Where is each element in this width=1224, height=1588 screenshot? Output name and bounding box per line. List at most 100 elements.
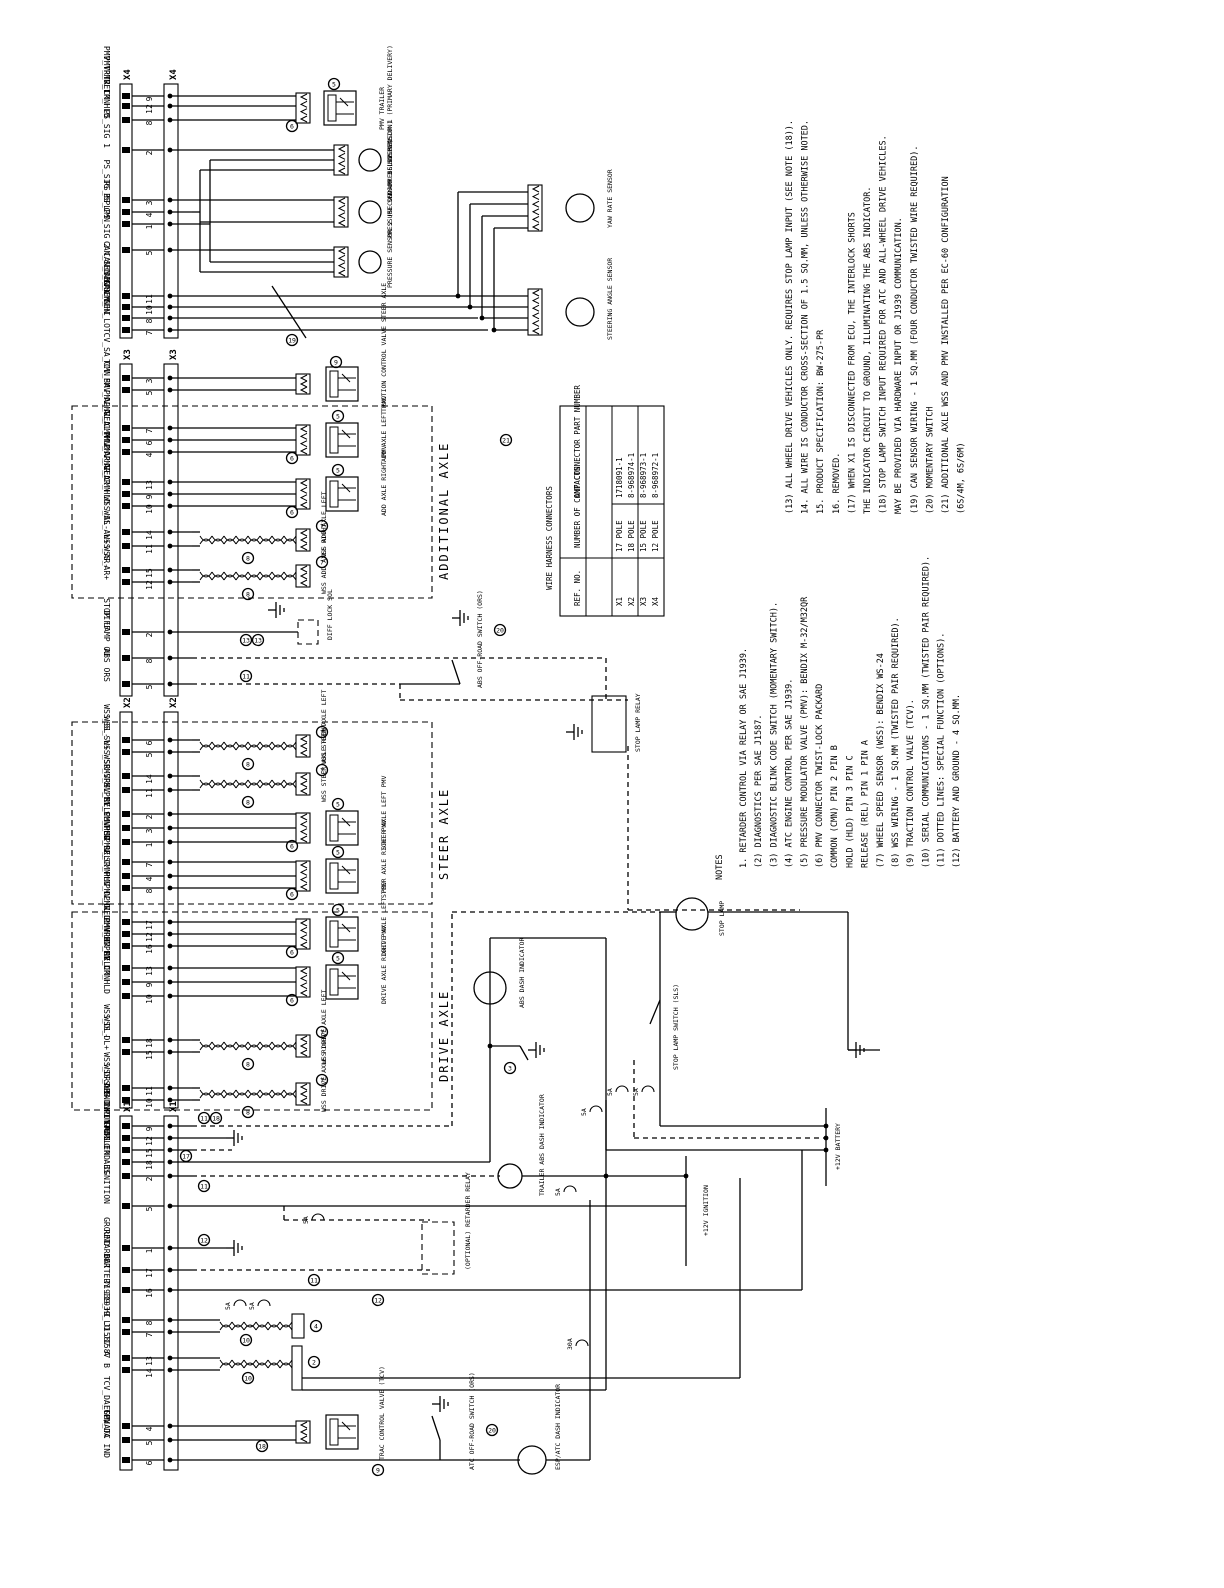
pin-number: 15: [145, 1148, 154, 1158]
signal-label: WSS_SR-: [102, 740, 111, 774]
pressure-sensor-label: PRESSURE SENSOR 3 (SUSPENSION): [386, 121, 394, 238]
ecu-pin: [122, 749, 130, 755]
twist-segment: [255, 1362, 269, 1369]
note-ref-circle: [241, 587, 255, 601]
pin-number: 3: [145, 200, 154, 205]
pressure-sensor-plug: [333, 246, 349, 278]
ecu-pin: [122, 943, 130, 949]
pin-number: 9: [145, 1126, 154, 1131]
fuse-label: 5A: [632, 1088, 640, 1096]
twist-segment: [259, 1041, 273, 1048]
signal-label: PMV_DL_HLD: [102, 896, 111, 944]
junction-dot: [167, 655, 173, 661]
relay-ground: [566, 724, 583, 740]
note-ref-circle: [239, 633, 253, 647]
junction-dot: [683, 1173, 689, 1179]
twist-segment: [271, 779, 285, 786]
twist-segment: [267, 1321, 281, 1328]
note-line: THE INDICATOR CIRCUIT TO GROUND, ILLUMIN…: [863, 186, 873, 514]
signal-label: PMV_AR_REL: [102, 432, 111, 480]
pin-number: 13: [145, 1356, 154, 1366]
note-ref-circle: [285, 119, 299, 133]
note-ref-circle: [315, 1073, 329, 1087]
junction-dot: [167, 629, 173, 635]
valve-line: [341, 817, 351, 827]
valve-line: [341, 373, 351, 383]
ecu-pin: [122, 1329, 130, 1335]
note-ref-circle: [315, 1025, 329, 1039]
note-ref-number: 5: [332, 81, 336, 89]
fuse-label: 5A: [302, 1216, 310, 1224]
signal-label: STOP LAMP OU: [102, 598, 111, 656]
wss-twisted-pair: [199, 1041, 297, 1051]
ecu-pin: [122, 773, 130, 779]
twist-segment: [231, 1324, 245, 1331]
pin-number: 15: [145, 1050, 154, 1060]
connector-chevron: [299, 941, 308, 949]
abs-dash-indicator-label: ABS DASH INDICATOR: [518, 937, 526, 1008]
signal-label: TCV_DA: [102, 1409, 111, 1438]
junction-dot: [167, 315, 173, 321]
twist-segment: [235, 1044, 249, 1051]
junction-dot: [467, 304, 473, 310]
ecu-pin: [122, 1049, 130, 1055]
twist-segment: [283, 779, 297, 786]
note-line: (17) WHEN X1 IS DISCONNECTED FROM ECU, T…: [847, 212, 857, 514]
junction-dot: [167, 859, 173, 865]
table-cell: 15 POLE: [639, 520, 648, 552]
valve-line: [341, 865, 351, 875]
twist-segment: [199, 744, 213, 751]
note-ref-number: 6: [290, 891, 294, 899]
table-cell: 18 POLE: [627, 520, 636, 552]
signal-label: PMV_TR_HLD: [102, 70, 111, 118]
pin-number: 3: [145, 828, 154, 833]
pmv-label: DRIVE AXLE RIGHT PMV: [380, 926, 388, 1004]
tcv-drive-plug: [295, 1420, 311, 1444]
signal-label: PMV_DL_REL: [102, 872, 111, 920]
twist-segment: [271, 1089, 285, 1096]
twist-segment: [271, 741, 285, 748]
twist-segment: [211, 535, 225, 542]
wss-label: WSS DRIVE AXLE RIGHT: [320, 1034, 328, 1112]
connector-chevron: [299, 974, 308, 982]
twist-segment: [211, 571, 225, 578]
note-ref-circle: [179, 1149, 193, 1163]
note-ref-circle: [499, 433, 513, 447]
junction-dot: [479, 315, 485, 321]
ecu-pin: [122, 1173, 130, 1179]
ecu-pin: [122, 449, 130, 455]
signal-label: DIFF: [102, 611, 111, 630]
wss-twisted-pair: [199, 571, 297, 581]
pmv-label: ADD AXLE RIGHT PMV: [380, 445, 388, 516]
signal-label: ABS ORS: [102, 648, 111, 682]
note-line: (21) ADDITIONAL AXLE WSS AND PMV INSTALL…: [941, 176, 951, 514]
signal-label: TCV_SA: [102, 359, 111, 388]
junction-dot: [167, 437, 173, 443]
twist-segment: [211, 1092, 225, 1099]
note-ref-circle: [285, 505, 299, 519]
connector-chevron: [299, 565, 308, 573]
pmv-trailer-label: PMV TRAILER: [378, 87, 386, 130]
note-ref-circle: [241, 1057, 255, 1071]
junction-dot: [167, 993, 173, 999]
pin-number: 14: [145, 530, 154, 540]
twist-segment: [199, 779, 213, 786]
ecu-connector-housing: [119, 1115, 133, 1471]
note-ref-circle: [315, 555, 329, 569]
connector-chevron: [299, 425, 308, 433]
note-line: (11) DOTTED LINES: SPECIAL FUNCTION (OPT…: [937, 633, 947, 868]
signal-label: GROUND: [102, 1217, 111, 1246]
connector-chevron: [299, 749, 308, 757]
pin-number: 11: [145, 1086, 154, 1096]
steering-angle-sensor-body: [565, 297, 595, 327]
note-ref-number: 6: [290, 843, 294, 851]
note-ref-circle: [315, 725, 329, 739]
note-ref-number: 7: [320, 729, 324, 737]
ecu-pin: [122, 197, 130, 203]
twist-segment: [247, 741, 261, 748]
junction-dot: [167, 1147, 173, 1153]
valve-line: [341, 483, 351, 493]
connector-header: X1: [169, 1101, 179, 1112]
twist-segment: [259, 535, 273, 542]
connector-chevron: [299, 432, 308, 440]
